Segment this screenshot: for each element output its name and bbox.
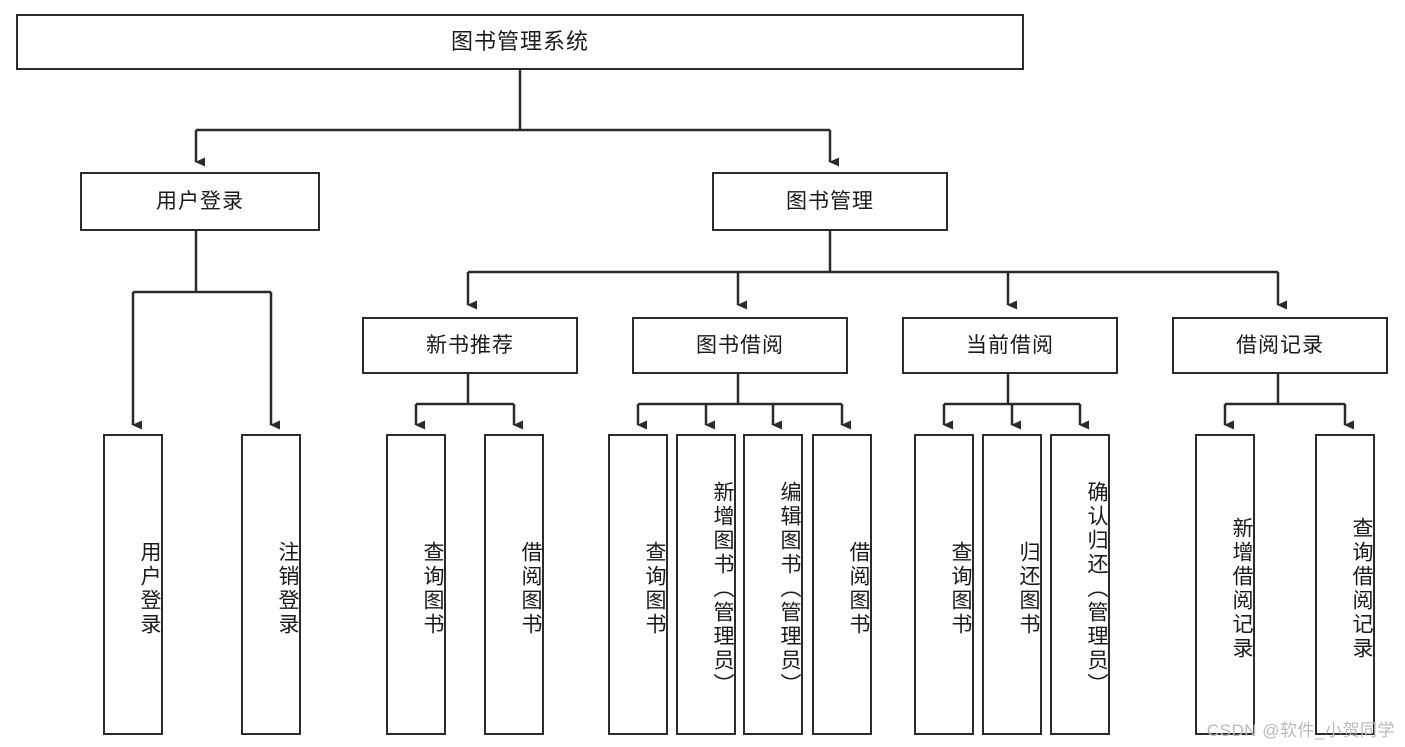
leaf-query-book-current[interactable]: 查询图书 xyxy=(914,434,974,735)
leaf-confirm-return-admin[interactable]: 确认归还（管理员） xyxy=(1050,434,1110,735)
node-book-management[interactable]: 图书管理 xyxy=(712,172,948,231)
node-book-borrowing[interactable]: 图书借阅 xyxy=(632,317,848,374)
leaf-borrow-book-recommendation[interactable]: 借阅图书 xyxy=(484,434,544,735)
leaf-edit-book-admin[interactable]: 编辑图书（管理员） xyxy=(743,434,803,735)
leaf-add-borrowing-record[interactable]: 新增借阅记录 xyxy=(1195,434,1255,735)
leaf-borrow-book[interactable]: 借阅图书 xyxy=(812,434,872,735)
leaf-query-book-recommendation[interactable]: 查询图书 xyxy=(386,434,446,735)
node-new-book-recommendation[interactable]: 新书推荐 xyxy=(362,317,578,374)
leaf-query-borrowing-record[interactable]: 查询借阅记录 xyxy=(1315,434,1375,735)
leaf-user-logout[interactable]: 注销登录 xyxy=(241,434,301,735)
node-user-login[interactable]: 用户登录 xyxy=(80,172,320,231)
leaf-query-book-borrowing[interactable]: 查询图书 xyxy=(608,434,668,735)
node-root-book-management-system[interactable]: 图书管理系统 xyxy=(16,14,1024,70)
node-current-borrowing[interactable]: 当前借阅 xyxy=(902,317,1118,374)
leaf-add-book-admin[interactable]: 新增图书（管理员） xyxy=(676,434,736,735)
leaf-return-book[interactable]: 归还图书 xyxy=(982,434,1042,735)
leaf-user-login[interactable]: 用户登录 xyxy=(103,434,163,735)
node-borrowing-records[interactable]: 借阅记录 xyxy=(1172,317,1388,374)
watermark-text: CSDN @软件_小贺同学 xyxy=(1206,721,1395,740)
